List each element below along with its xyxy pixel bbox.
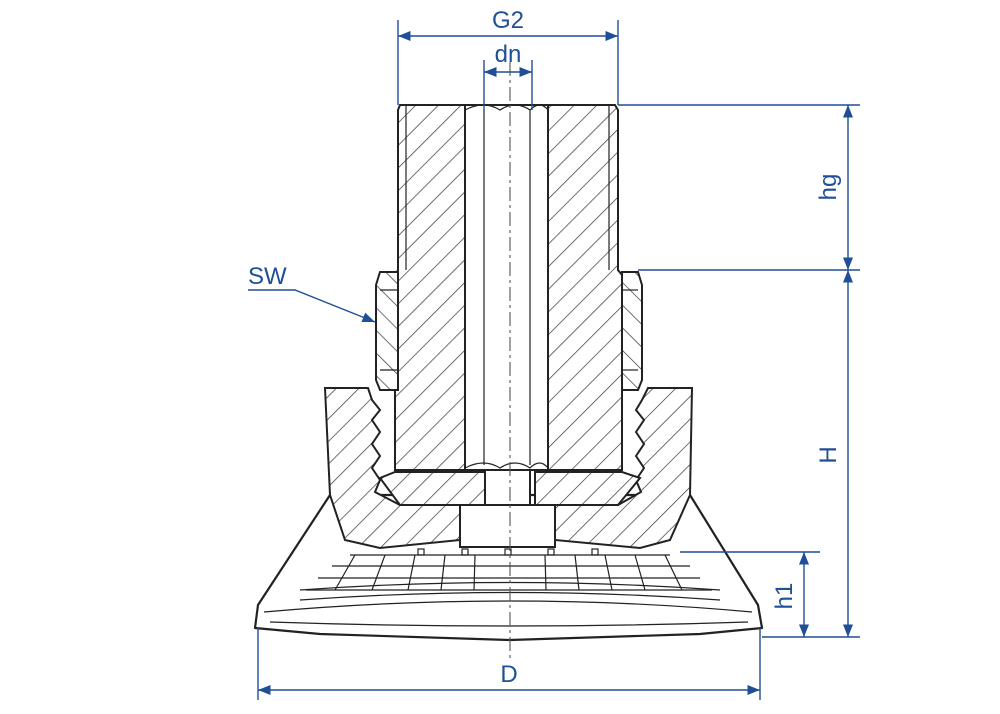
through-bore — [459, 104, 556, 548]
hg-label: hg — [815, 174, 842, 201]
dimensions: G2 dn hg H h1 D SW — [248, 7, 860, 700]
support-grid — [306, 548, 712, 591]
g2-label: G2 — [492, 7, 524, 34]
bellows-section — [323, 387, 694, 550]
h-label: H — [815, 446, 842, 463]
h1-label: h1 — [771, 583, 798, 610]
sw-label: SW — [248, 263, 287, 290]
threaded-insert — [375, 104, 643, 471]
d-label: D — [500, 661, 517, 688]
dn-label: dn — [495, 41, 522, 68]
